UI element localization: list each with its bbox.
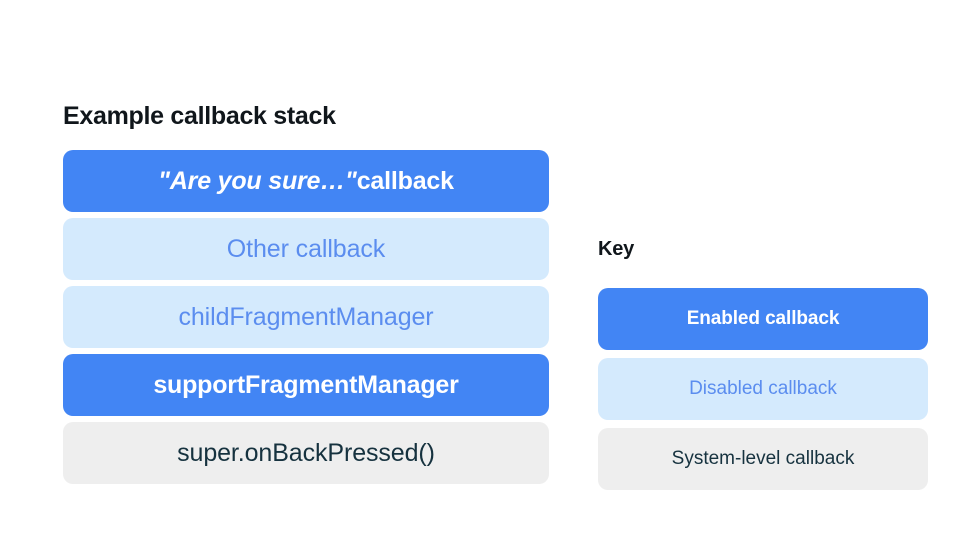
key-title: Key	[598, 238, 635, 260]
key-item-disabled-callback: Disabled callback	[598, 358, 928, 420]
key-legend-panel: Key Enabled callback Disabled callback S…	[598, 236, 928, 490]
stack-item-child-fragment-manager[interactable]: childFragmentManager	[63, 286, 549, 348]
stack-item-label-quoted: "Are you sure…"	[158, 166, 357, 195]
key-item-system-level-callback: System-level callback	[598, 428, 928, 490]
stack-item-super-on-back-pressed[interactable]: super.onBackPressed()	[63, 422, 549, 484]
stack-item-label-plain: callback	[356, 166, 454, 195]
stack-item-label: Other callback	[226, 234, 386, 263]
stack-item-label: childFragmentManager	[178, 302, 434, 331]
stack-item-label: supportFragmentManager	[153, 370, 459, 399]
stack-item-are-you-sure-callback[interactable]: "Are you sure…" callback	[63, 150, 549, 212]
callback-stack-panel: Example callback stack "Are you sure…" c…	[63, 100, 549, 484]
stack-item-label: super.onBackPressed()	[177, 438, 435, 467]
stack-item-other-callback[interactable]: Other callback	[63, 218, 549, 280]
key-item-label: System-level callback	[671, 448, 855, 469]
page-title: Example callback stack	[63, 102, 336, 130]
key-item-label: Disabled callback	[689, 378, 837, 399]
key-item-label: Enabled callback	[686, 308, 840, 329]
stack-item-support-fragment-manager[interactable]: supportFragmentManager	[63, 354, 549, 416]
key-item-enabled-callback: Enabled callback	[598, 288, 928, 350]
